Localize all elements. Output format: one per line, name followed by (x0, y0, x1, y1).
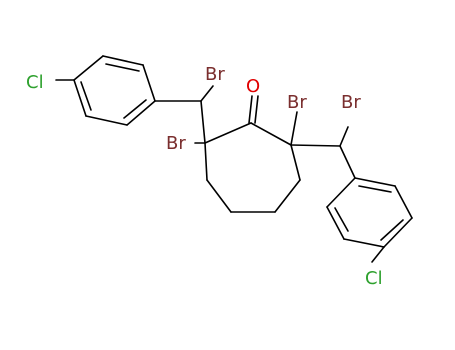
cycloheptanone-ring (200, 100, 301, 213)
oxygen-carbonyl-label: O (246, 76, 260, 97)
right-chlorophenyl-ring (326, 177, 413, 248)
carbonyl-bond-a (248, 95, 253, 124)
right-br-benzylic-bond (339, 126, 349, 147)
left-chlorophenyl-ring (73, 55, 156, 126)
right-ring-br-bond (290, 111, 298, 146)
carbonyl-bond-b (254, 95, 259, 124)
bromine-benzylic-right-label: Br (341, 92, 361, 113)
bromine-ring-left-label: Br (166, 133, 186, 154)
right-cl-bond (371, 246, 385, 263)
left-br-benzylic-bond (200, 85, 214, 102)
bromine-benzylic-left-label: Br (205, 64, 225, 85)
right-ring-attach-bond (339, 145, 356, 179)
right-benzylic-bond (290, 144, 341, 147)
chlorine-right-label: Cl (365, 268, 383, 289)
chlorine-left-label: Cl (26, 72, 44, 93)
bromine-ring-right-label: Br (287, 92, 307, 113)
